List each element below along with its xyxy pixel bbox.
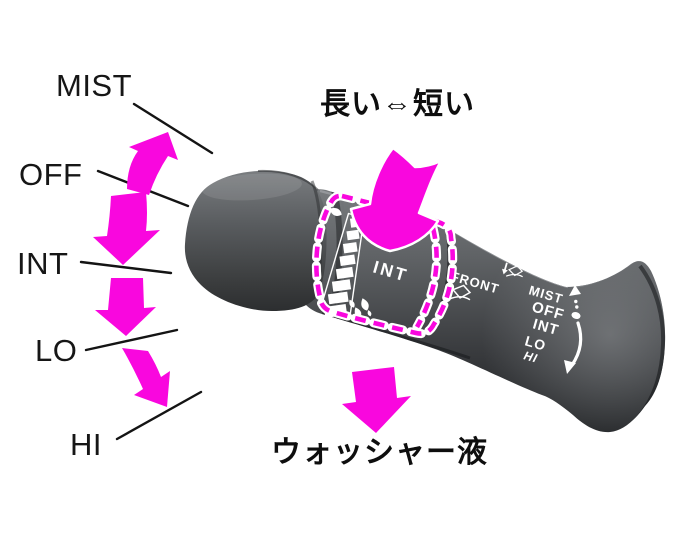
collar-rotate-arrow xyxy=(349,146,443,253)
annotation-rotate-range: 長い⇔短い xyxy=(320,88,475,121)
marking-direction-icons xyxy=(564,285,583,374)
leader-int xyxy=(79,260,173,275)
marking-lo: LO xyxy=(523,333,548,354)
up-arrow-icon xyxy=(569,285,581,296)
leader-lines xyxy=(79,102,214,441)
marking-hi: HI xyxy=(522,348,539,365)
lever-tip-knob xyxy=(184,169,327,311)
position-markings: MIST OFF INT LO HI xyxy=(522,282,566,365)
motion-arrows xyxy=(93,132,443,433)
annotation-washer: ウォッシャー液 xyxy=(271,436,488,469)
arrow-off-to-int xyxy=(93,192,160,265)
arrow-up-to-mist xyxy=(127,132,178,195)
detent-dot xyxy=(571,311,581,320)
down-arrow-icon xyxy=(564,321,583,374)
mist-wiper-icon xyxy=(502,262,524,278)
arrow-lo-to-hi xyxy=(122,348,170,407)
washer-push-arrow xyxy=(342,367,411,433)
leader-hi xyxy=(115,390,203,441)
marking-int: INT xyxy=(531,316,561,339)
leader-lo xyxy=(84,328,179,352)
label-lo: LO xyxy=(35,333,78,368)
front-wiper-icon xyxy=(449,284,472,301)
label-int: INT xyxy=(17,246,69,281)
lever-stalk: INT FRONT MIST xyxy=(184,169,666,433)
label-mist: MIST xyxy=(56,68,133,103)
arrow-int-to-lo xyxy=(95,278,156,336)
leader-mist xyxy=(132,102,214,155)
stalk-printing: INT FRONT MIST xyxy=(371,257,583,374)
label-hi: HI xyxy=(70,427,102,462)
label-off: OFF xyxy=(19,157,83,192)
